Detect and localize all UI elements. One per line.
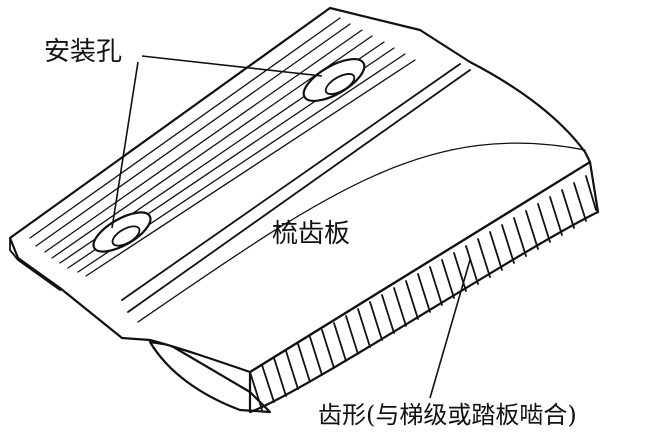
mounting-hole-lower	[92, 211, 152, 253]
mounting-hole-upper	[302, 58, 366, 102]
comb-teeth	[248, 160, 600, 414]
label-comb-plate: 梳齿板	[272, 219, 350, 249]
plate-underside	[148, 340, 272, 414]
leader-lines	[111, 55, 471, 399]
label-teeth: 齿形(与梯级或踏板啮合)	[318, 401, 577, 429]
plate-front-edge	[9, 237, 61, 291]
label-mounting-hole: 安装孔	[44, 37, 122, 67]
